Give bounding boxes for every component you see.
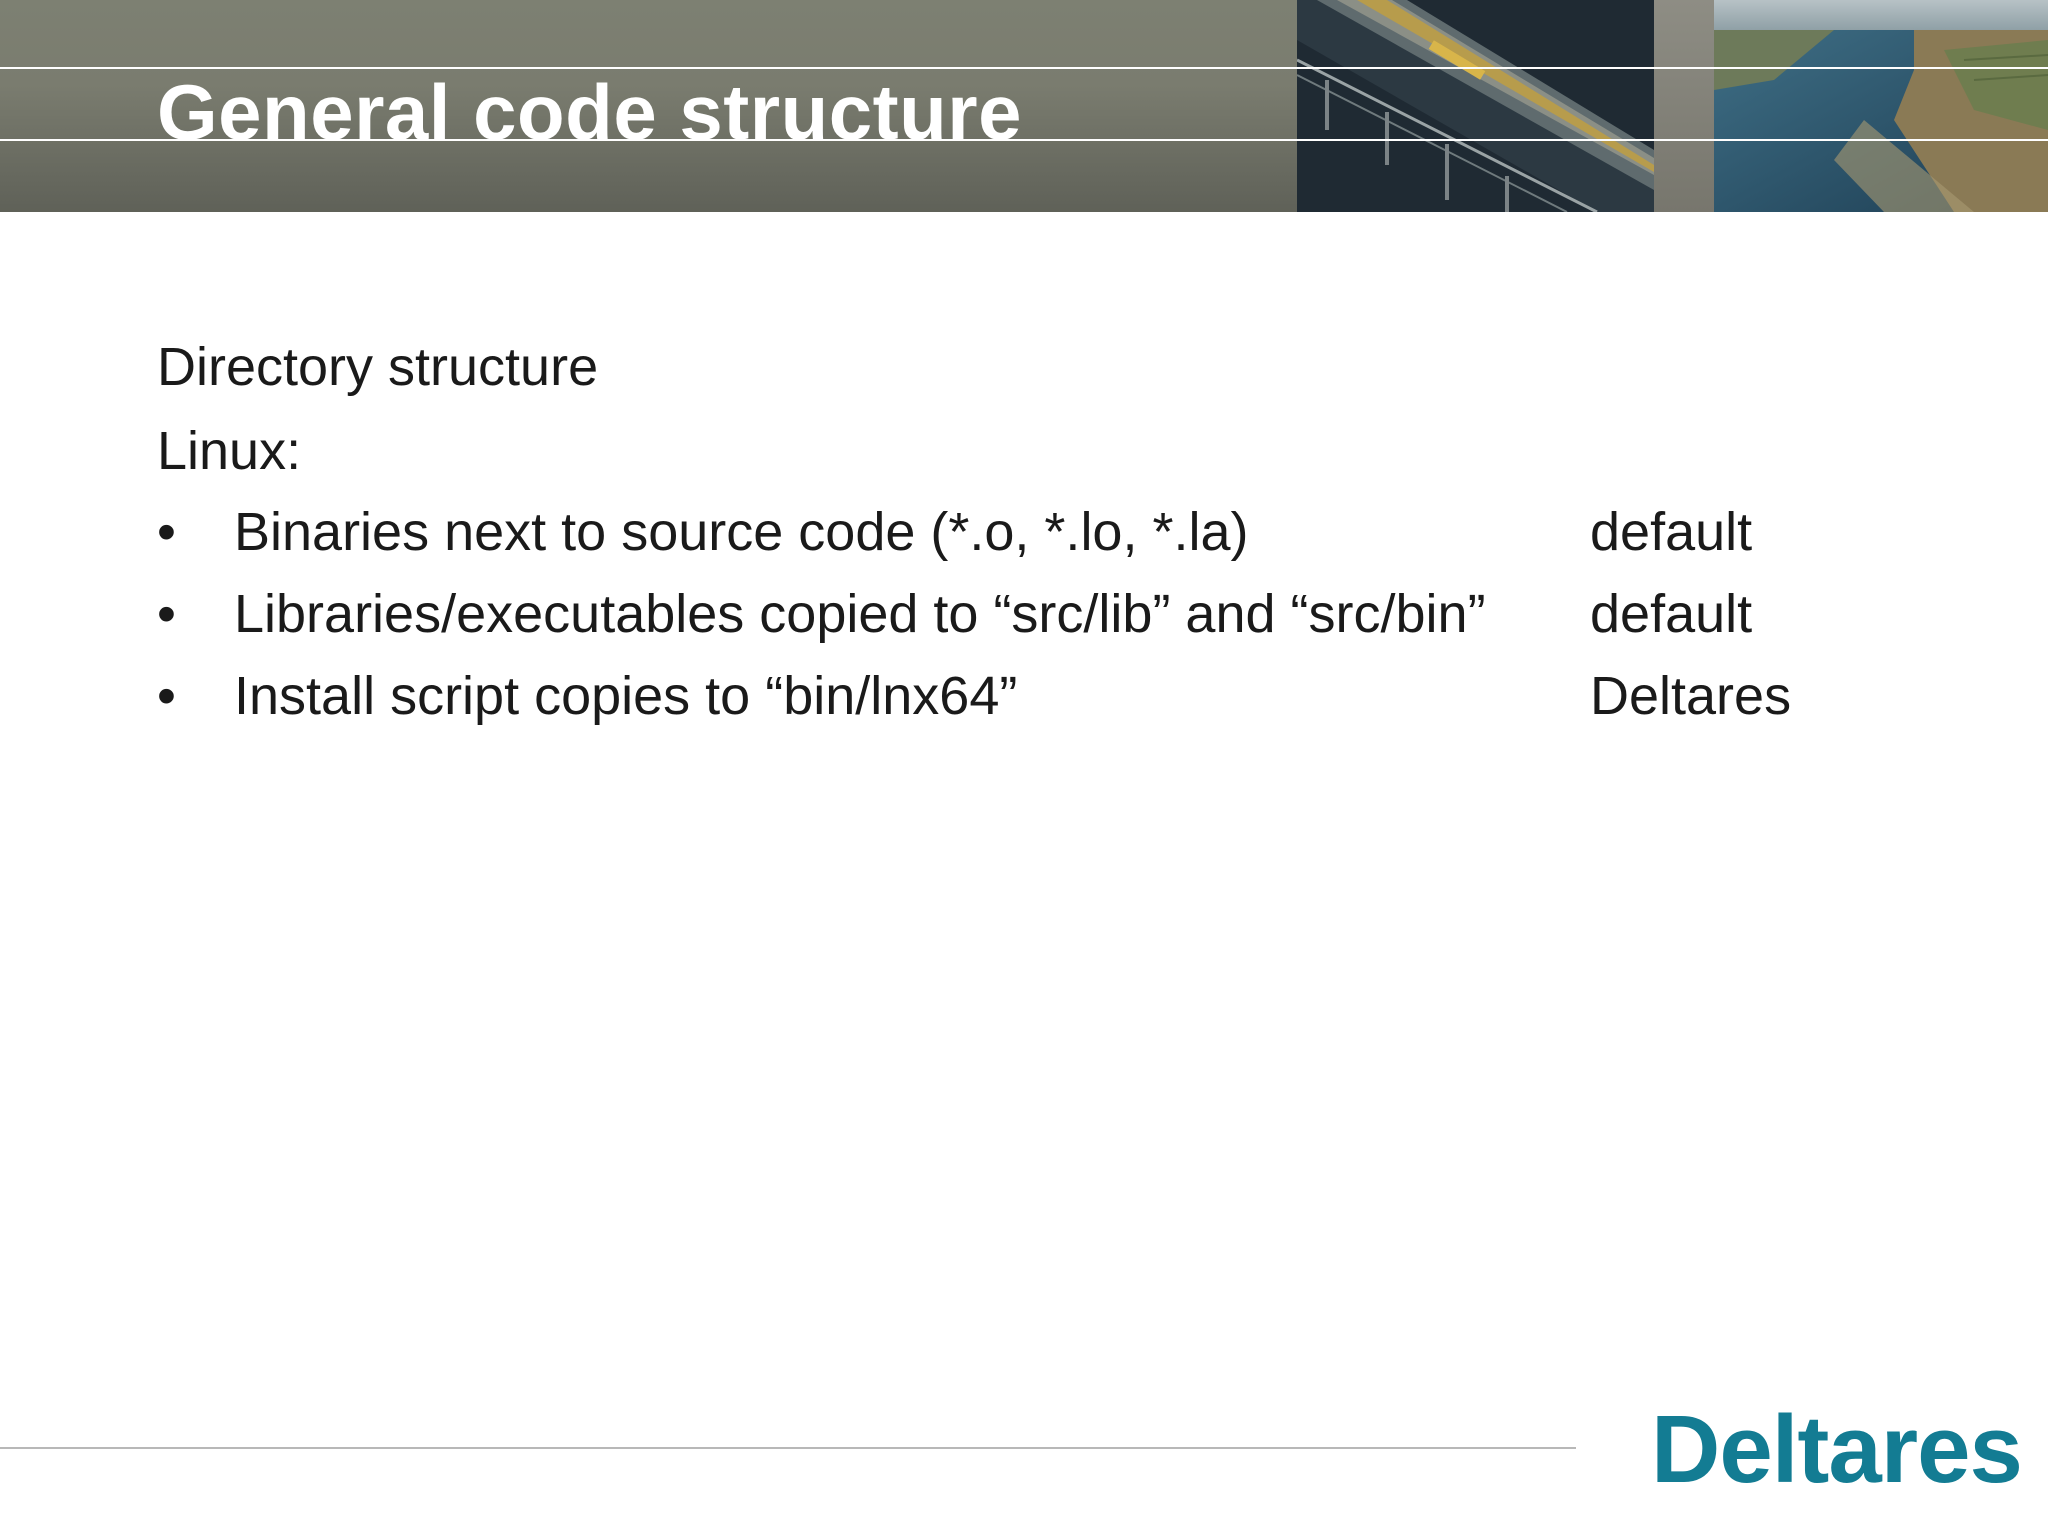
delta-landscape-photo [1714, 0, 2048, 212]
list-item-text: Install script copies to “bin/lnx64” [234, 666, 1018, 726]
list-item: • Libraries/executables copied to “src/l… [157, 582, 2017, 646]
content-subheading: Linux: [157, 421, 302, 481]
bullet-icon: • [157, 666, 176, 726]
list-item: • Binaries next to source code (*.o, *.l… [157, 500, 2017, 564]
footer-divider [0, 1447, 1576, 1449]
list-item-text: Libraries/executables copied to “src/lib… [234, 584, 1486, 644]
bridge-photo [1297, 0, 1654, 212]
header-banner: General code structure [0, 0, 2048, 212]
header-rule-bottom [0, 139, 2048, 141]
bullet-icon: • [157, 584, 176, 644]
slide-title: General code structure [157, 68, 1022, 156]
photo-divider-strip [1654, 0, 1714, 212]
list-item-tag: default [1590, 584, 1753, 644]
list-item: • Install script copies to “bin/lnx64” D… [157, 664, 2017, 728]
list-item-tag: default [1590, 502, 1753, 562]
list-item-tag: Deltares [1590, 666, 1792, 726]
content-heading: Directory structure [157, 337, 599, 397]
header-rule-top [0, 67, 2048, 69]
bullet-icon: • [157, 502, 176, 562]
list-item-text: Binaries next to source code (*.o, *.lo,… [234, 502, 1249, 562]
deltares-logo: Deltares [1651, 1396, 2023, 1503]
